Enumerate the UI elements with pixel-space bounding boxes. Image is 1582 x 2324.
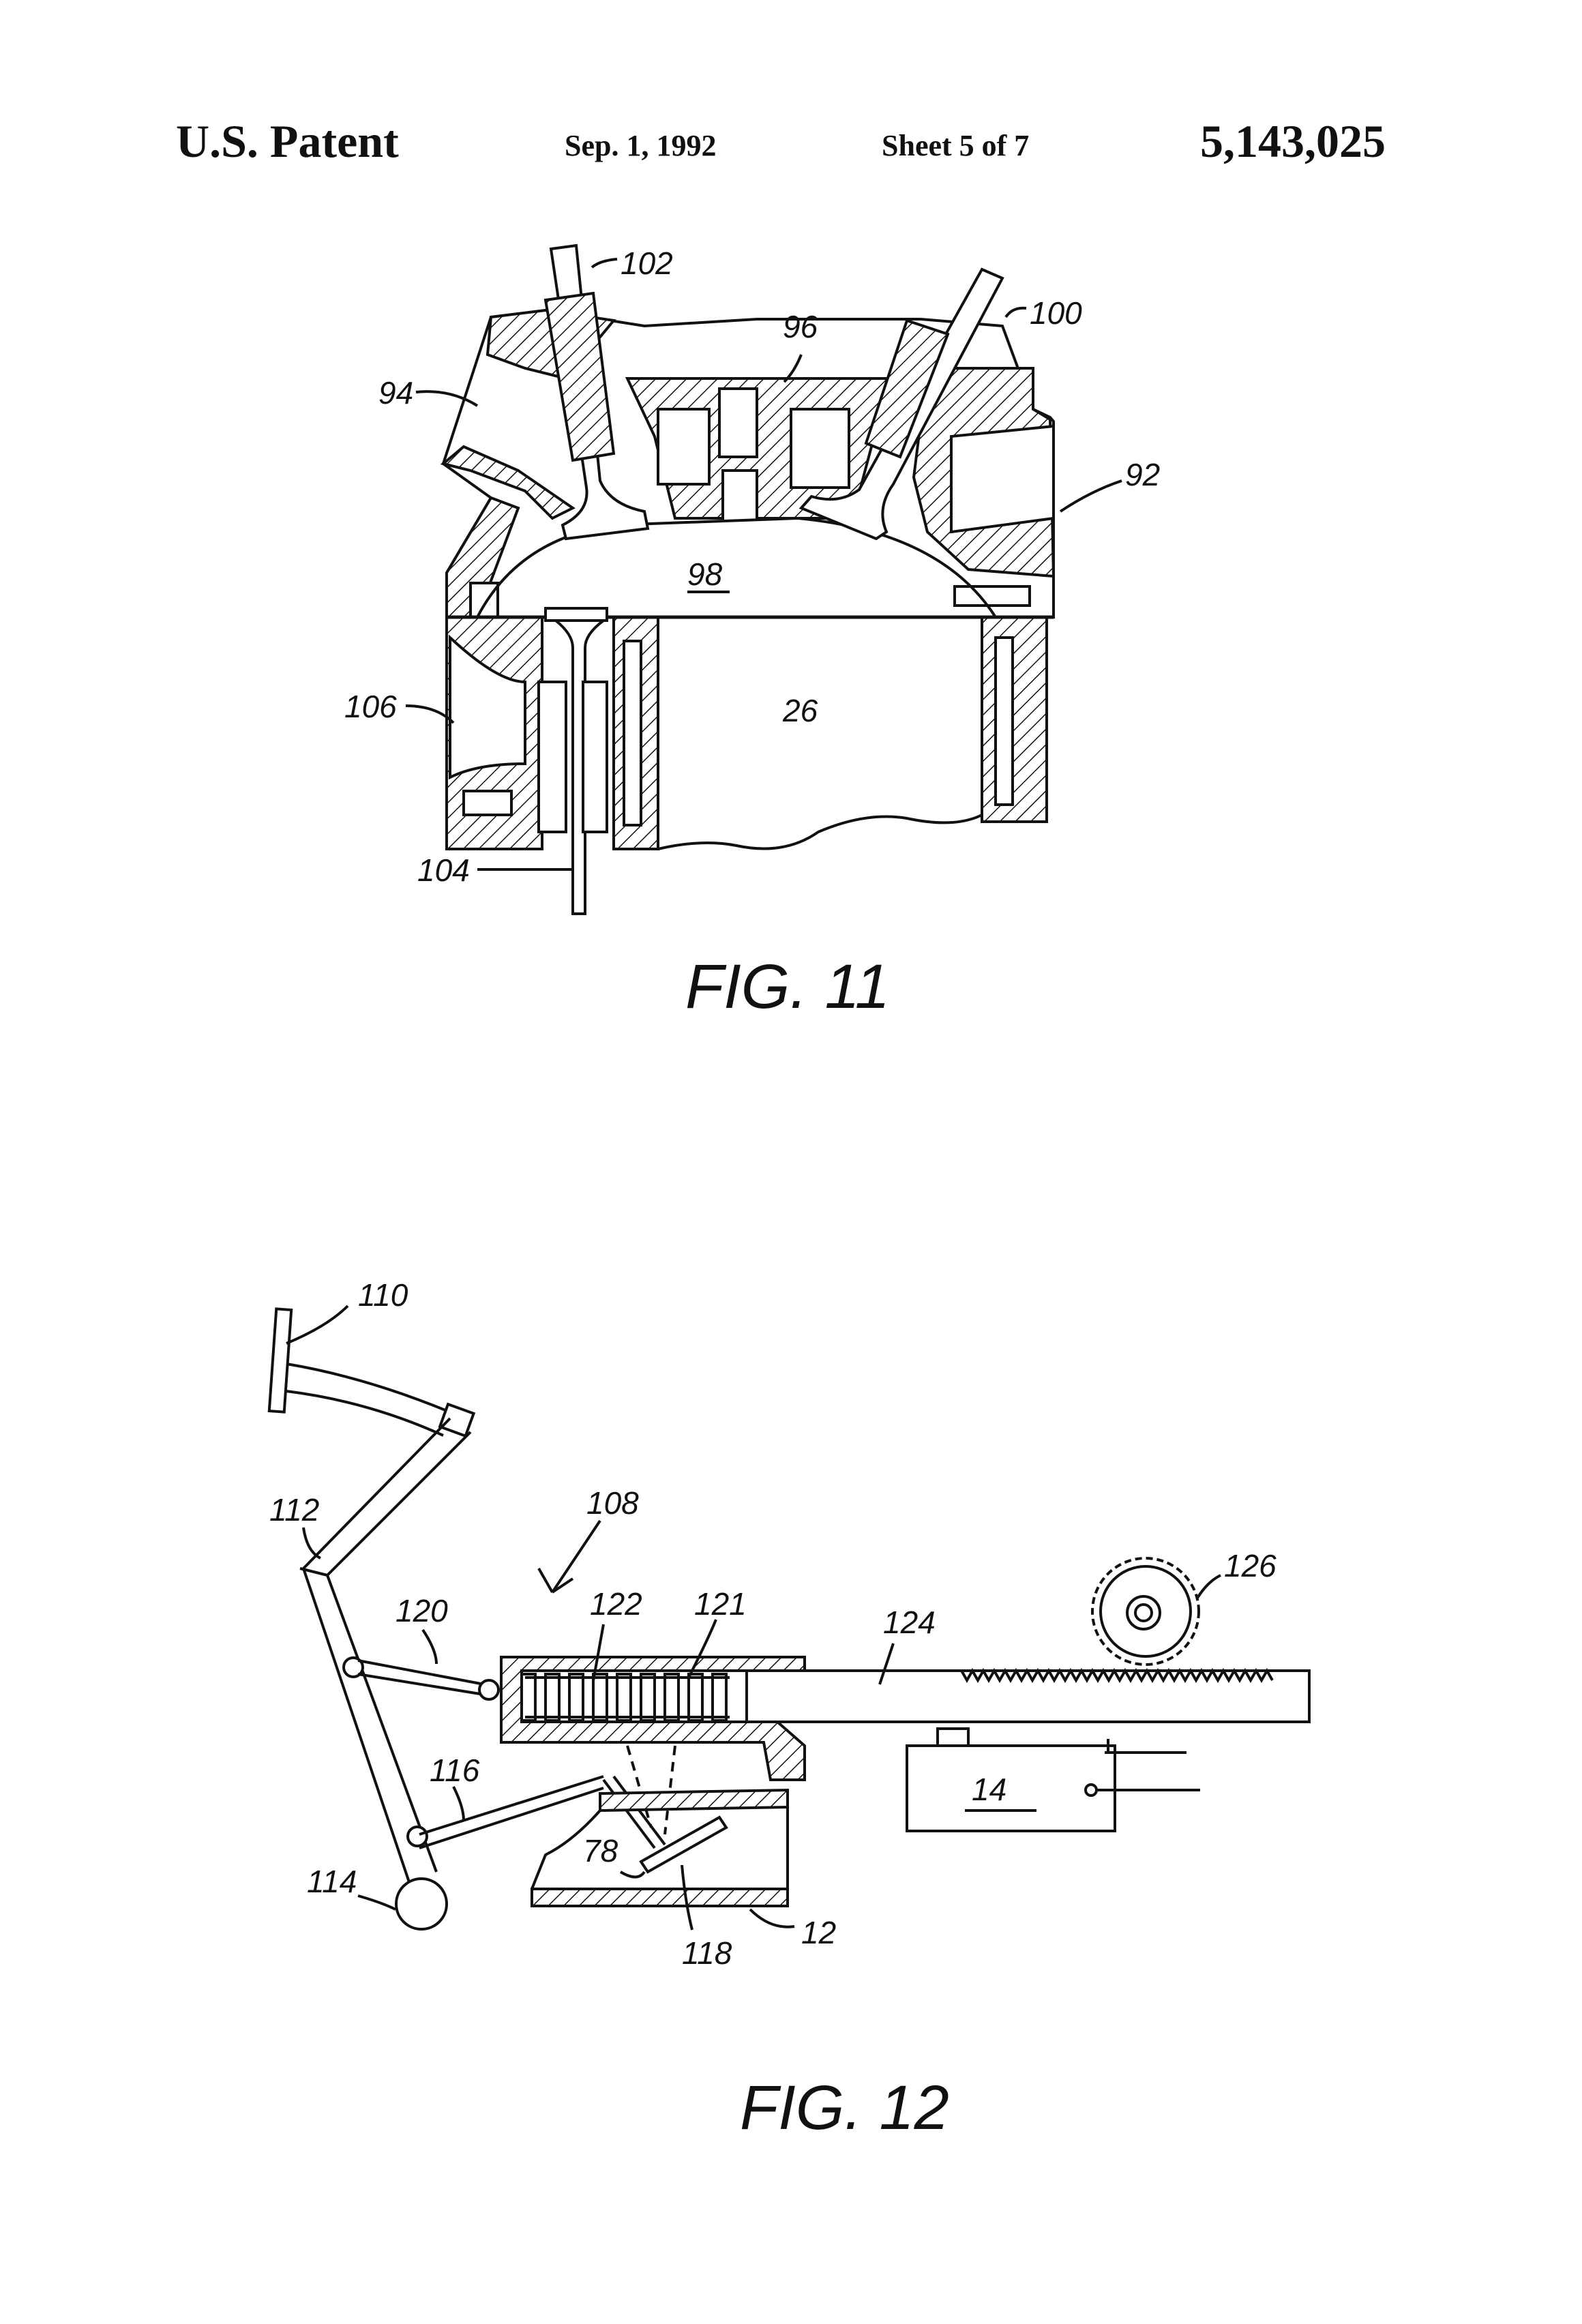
throttle-plate-118 [641,1817,726,1872]
ref-92: 92 [1125,457,1160,492]
ref-98: 98 [687,556,723,592]
ref-112: 112 [269,1492,319,1528]
ref-12: 12 [801,1915,836,1950]
ref-14: 14 [972,1772,1006,1807]
ref-106: 106 [344,689,397,724]
ref-122: 122 [590,1586,642,1622]
ref-78: 78 [583,1833,618,1868]
ref-104: 104 [417,852,470,888]
fig12-title: FIG. 12 [740,2073,949,2143]
ref-116: 116 [430,1753,480,1788]
sensor-box-14 [907,1746,1115,1831]
fig11-title: FIG. 11 [685,952,890,1022]
ref-96: 96 [783,309,818,344]
ref-110: 110 [358,1277,408,1313]
spring-122 [522,1674,730,1720]
ref-102: 102 [621,245,673,281]
fig11-drawing [443,245,1054,914]
ref-126: 126 [1224,1548,1277,1583]
ref-118: 118 [682,1935,732,1971]
cylinder-liner-right [982,617,1047,822]
ref-114: 114 [307,1864,357,1899]
pivot-114 [396,1879,447,1929]
pedal-pad-110 [269,1309,291,1412]
ref-108: 108 [586,1485,639,1521]
rack-124 [747,1671,1309,1722]
ref-94: 94 [378,375,413,411]
ref-120: 120 [395,1593,448,1628]
ref-26: 26 [782,693,818,728]
ref-124: 124 [883,1605,936,1640]
ref-100: 100 [1030,295,1082,331]
ref-121: 121 [694,1586,747,1622]
